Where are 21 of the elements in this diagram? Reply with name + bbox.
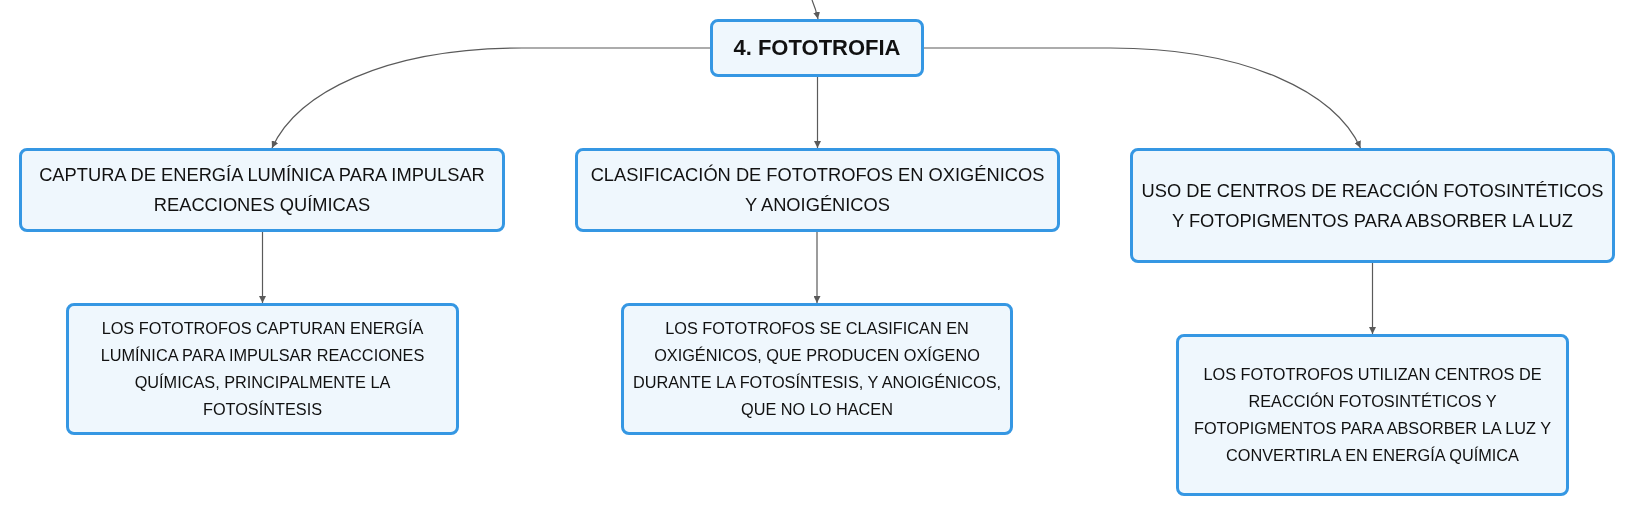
topic-text: USO DE CENTROS DE REACCIÓN FOTOSINTÉTICOS Y FOTOPIGMENTOS PARA ABSORBER LA LUZ (1140, 178, 1605, 233)
subtopic-text: LOS FOTOTROFOS UTILIZAN CENTROS DE REACCIÓN FOTOSINTÉTICOS Y FOTOPIGMENTOS PARA ABSORBER LA LUZ Y CONVERTIRLA EN ENERGÍA QUÍMICA (1192, 364, 1553, 466)
central-topic-text: 4. FOTOTROFIA (733, 35, 901, 61)
connector-arrow (814, 76, 821, 149)
connector-arrow (271, 47, 711, 149)
topic-box (575, 148, 1060, 232)
connector-arrow (1369, 262, 1376, 335)
topic-box (19, 148, 505, 232)
subtopic-box (66, 303, 459, 435)
connector-arrow (811, 0, 820, 20)
subtopic-box (1176, 334, 1569, 496)
connector-arrow (923, 47, 1362, 149)
central-topic-box (710, 19, 924, 77)
subtopic-text: LOS FOTOTROFOS SE CLASIFICAN EN OXIGÉNICOS, QUE PRODUCEN OXÍGENO DURANTE LA FOTOSÍNTESIS, Y ANOIGÉNICOS, QUE NO LO HACEN (632, 318, 1002, 420)
topic-text: CLASIFICACIÓN DE FOTOTROFOS EN OXIGÉNICOS Y ANOIGÉNICOS (589, 163, 1046, 217)
connector-arrow (813, 231, 821, 304)
connector-arrow (259, 231, 266, 304)
subtopic-text: LOS FOTOTROFOS CAPTURAN ENERGÍA LUMÍNICA PARA IMPULSAR REACCIONES QUÍMICAS, PRINCIPALMENTE LA FOTOSÍNTESIS (99, 318, 426, 420)
topic-text: CAPTURA DE ENERGÍA LUMÍNICA PARA IMPULSAR REACCIONES QUÍMICAS (38, 163, 486, 217)
subtopic-box (621, 303, 1013, 435)
topic-box (1130, 148, 1615, 263)
